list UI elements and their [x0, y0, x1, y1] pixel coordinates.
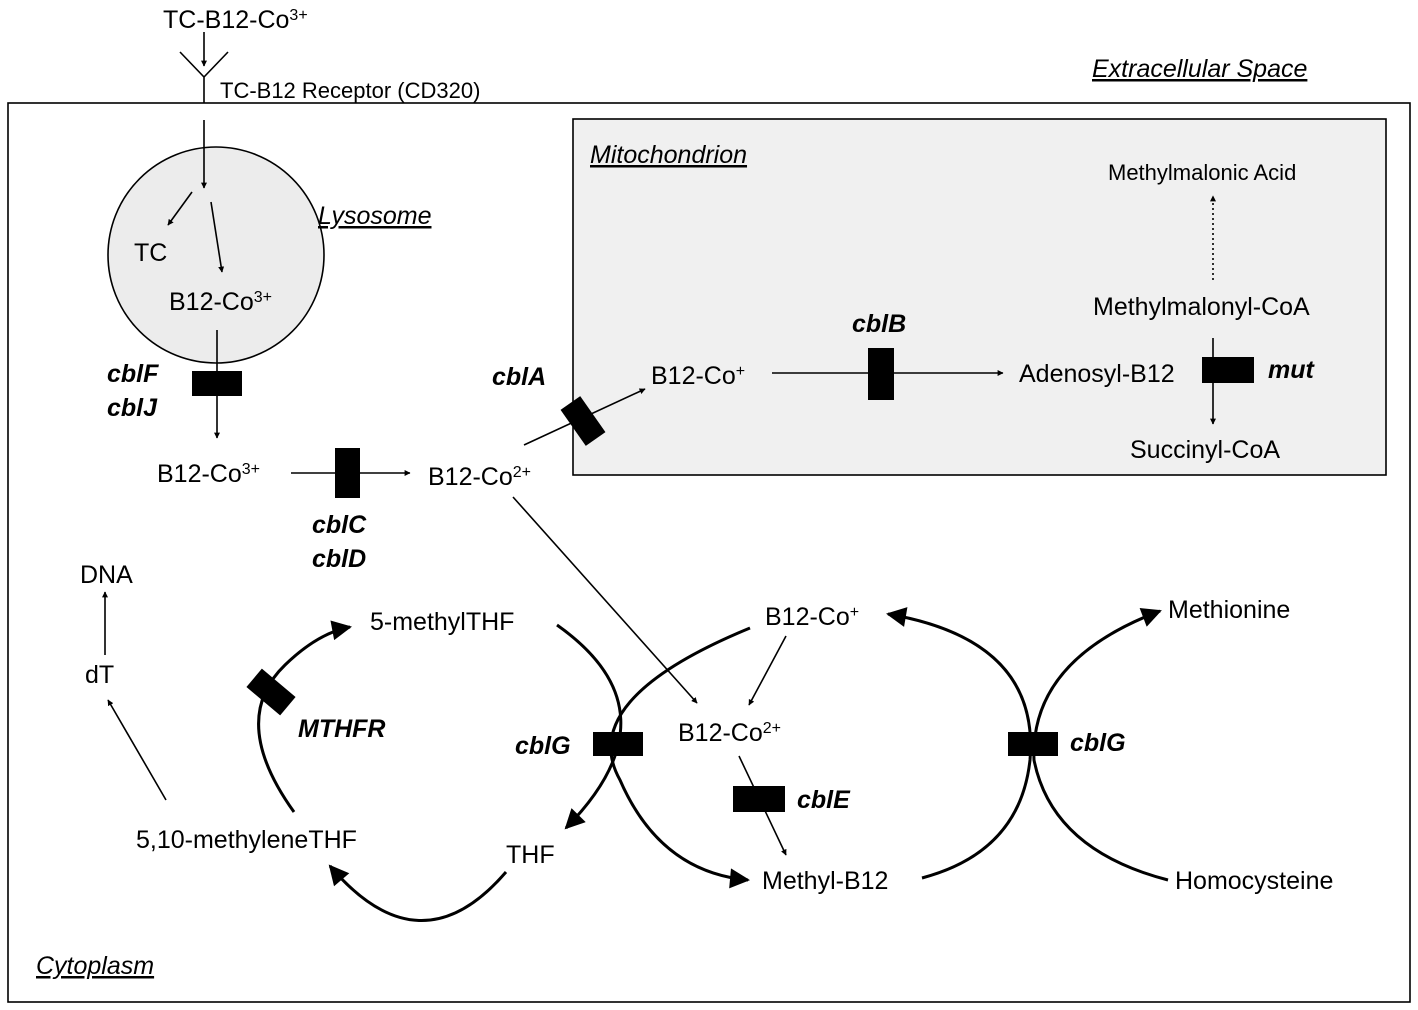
methylene-to-dt-arrow	[107, 699, 167, 801]
lysosome-compartment	[107, 146, 325, 364]
methionine-label: Methionine	[1168, 596, 1290, 624]
succinyl-coa-label: Succinyl-CoA	[1130, 436, 1280, 464]
cblF-cblJ-block	[192, 371, 242, 396]
methyl-b12-to-b12-co1-curve	[886, 607, 1033, 880]
cblG-right-block	[1008, 732, 1058, 756]
cblC-cblD-block	[335, 448, 360, 498]
cblD-gene-label: cblD	[312, 545, 366, 573]
mitochondrion-compartment	[572, 118, 1387, 476]
methylthf-to-thf-curve	[556, 623, 623, 830]
cblA-gene-label: cblA	[492, 363, 546, 391]
dna-label: DNA	[80, 561, 133, 589]
cytoplasm-b12-co3-label: B12-Co3+	[157, 460, 260, 488]
homocysteine-to-methionine-curve	[1032, 607, 1169, 882]
methylene-thf-label: 5,10-methyleneTHF	[136, 826, 357, 854]
mito-b12-co1-label: B12-Co+	[651, 362, 745, 390]
receptor-icon	[179, 51, 229, 103]
cytoplasm-b12-transfer-arrow	[512, 496, 698, 704]
receptor-label: TC-B12 Receptor (CD320)	[220, 78, 480, 103]
cblE-block	[733, 786, 785, 812]
thf-to-methylene-curve	[328, 864, 508, 922]
adenosyl-b12-label: Adenosyl-B12	[1019, 360, 1175, 388]
cblE-gene-label: cblE	[797, 786, 851, 814]
cell-membrane	[7, 102, 1411, 1003]
methyl-b12-label: Methyl-B12	[762, 867, 888, 895]
extracellular-label: Extracellular Space	[1092, 55, 1307, 83]
cblC-gene-label: cblC	[312, 511, 367, 539]
methylmalonyl-coa-label: Methylmalonyl-CoA	[1093, 293, 1310, 321]
mitochondrion-label: Mitochondrion	[590, 141, 747, 169]
homocysteine-label: Homocysteine	[1175, 867, 1333, 895]
lysosome-label: Lysosome	[318, 202, 432, 230]
cblA-block	[560, 396, 606, 446]
MTHFR-gene-label: MTHFR	[298, 715, 385, 743]
lysosome-b12-co3-label: B12-Co3+	[169, 288, 272, 316]
tc-b12-co3-label: TC-B12-Co3+	[163, 6, 308, 34]
tc-label: TC	[134, 239, 167, 267]
b12-release-arrow	[210, 201, 225, 273]
methyl-thf-label: 5-methylTHF	[370, 608, 514, 636]
cycle-b12-co2-label: B12-Co2+	[678, 719, 781, 747]
cblG-right-gene-label: cblG	[1070, 729, 1126, 757]
cblF-gene-label: cblF	[107, 360, 159, 388]
co1-to-co2-arrow	[748, 635, 787, 706]
b12-co1-to-methyl-b12-curve	[609, 626, 751, 889]
cblB-block	[868, 348, 894, 400]
MTHFR-block	[246, 668, 296, 716]
cytoplasm-b12-co2-label: B12-Co2+	[428, 463, 531, 491]
cblG-left-block	[593, 732, 643, 756]
tc-release-arrow	[167, 191, 193, 226]
mthfr-curve	[257, 620, 352, 813]
cytoplasm-label: Cytoplasm	[36, 952, 154, 980]
mut-gene-label: mut	[1268, 356, 1316, 384]
cblJ-gene-label: cblJ	[107, 394, 158, 422]
methylmalonic-acid-label: Methylmalonic Acid	[1108, 160, 1296, 185]
thf-label: THF	[506, 841, 555, 869]
cblG-left-gene-label: cblG	[515, 732, 571, 760]
cycle-b12-co1-label: B12-Co+	[765, 603, 859, 631]
mut-block	[1202, 357, 1254, 383]
dt-label: dT	[85, 661, 114, 689]
cblB-gene-label: cblB	[852, 310, 906, 338]
